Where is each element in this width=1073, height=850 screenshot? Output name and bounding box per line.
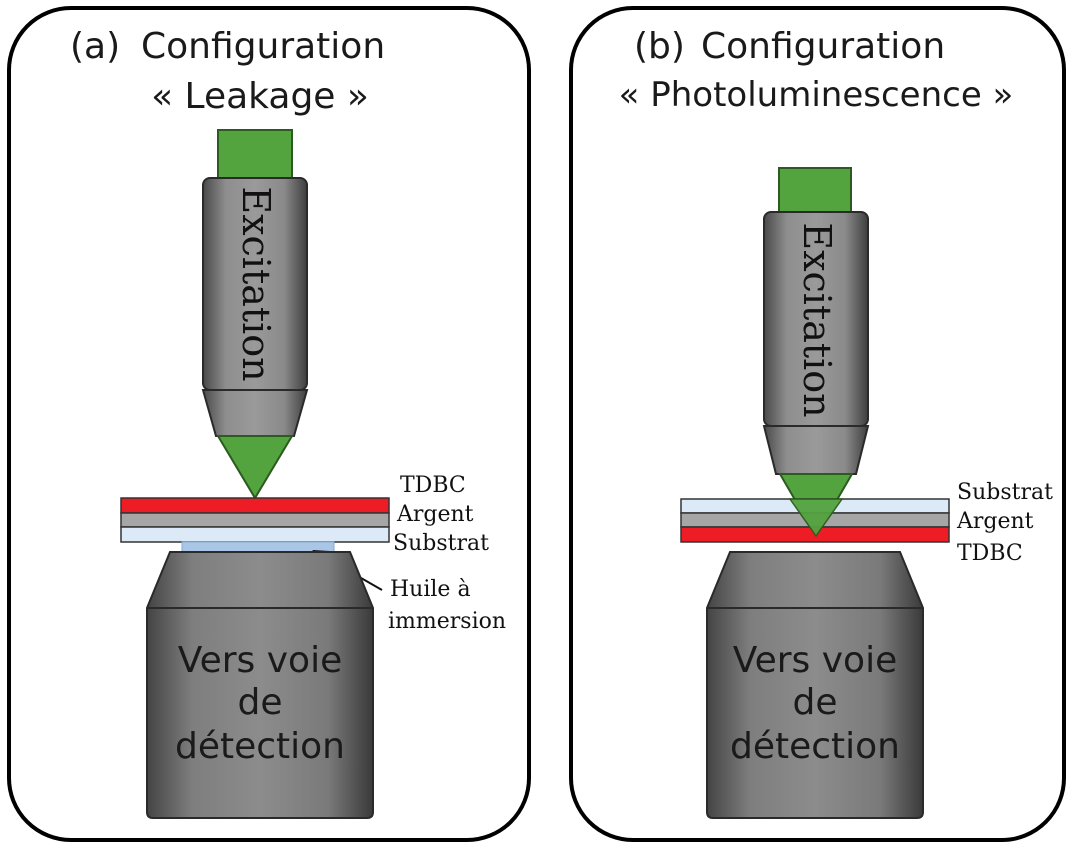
panel-a-letter: (a) (70, 26, 120, 67)
panel-b-excitation-cone (762, 425, 870, 475)
panel-a-oil-label-line2: immersion (388, 609, 506, 634)
panel-b-detection-objective: Vers voie de détection (706, 551, 924, 819)
panel-b: (b) Configuration « Photoluminescence » … (569, 6, 1066, 842)
panel-b-label-argent: Argent (956, 509, 1034, 534)
panel-a-excitation-green-cap (217, 129, 293, 181)
panel-b-label-tdbc: TDBC (957, 541, 1023, 566)
panel-a-layer-argent (120, 512, 390, 528)
panel-a-label-substrat: Substrat (393, 531, 489, 556)
panel-a-detection-body (146, 551, 374, 819)
panel-a-excitation-cone (201, 389, 309, 437)
panel-a-excitation-objective: Excitation (201, 129, 309, 500)
panel-b-tip-overlay (788, 498, 844, 538)
panel-a-detection-line2: de (238, 682, 283, 723)
panel-b-letter: (b) (634, 26, 685, 67)
panel-a-sample-stack (120, 497, 390, 553)
panel-b-detection-body (706, 551, 924, 819)
panel-a-label-tdbc: TDBC (400, 473, 466, 498)
panel-a-excitation-label: Excitation (234, 186, 278, 381)
panel-b-title-line1: Configuration (701, 26, 945, 67)
panel-b-excitation-green-cap (778, 167, 852, 215)
panel-b-detection-line1: Vers voie (733, 640, 897, 681)
panel-b-detection-line3: détection (730, 726, 900, 767)
panel-b-excitation-objective: Excitation (762, 167, 870, 538)
panel-a: (a) Configuration « Leakage » Excitation… (7, 6, 531, 842)
panel-a-detection-line3: détection (175, 726, 345, 767)
panel-a-layer-substrat (120, 526, 390, 543)
panel-a-oil-label-line1: Huile à (390, 577, 471, 602)
panel-a-detection-line1: Vers voie (178, 640, 342, 681)
panel-a-excitation-tip (216, 435, 294, 500)
panel-b-excitation-label: Excitation (795, 222, 839, 417)
panel-b-title-line2: « Photoluminescence » (619, 75, 1014, 115)
panel-b-sample-stack (680, 498, 950, 543)
panel-a-detection-objective: Vers voie de détection (146, 551, 374, 819)
panel-a-title-line1: Configuration (141, 26, 385, 67)
panel-a-label-argent: Argent (396, 502, 474, 527)
panel-b-detection-line2: de (793, 682, 838, 723)
panel-a-layer-tdbc (120, 497, 390, 514)
panel-b-label-substrat: Substrat (957, 480, 1053, 505)
panel-a-title-line2: « Leakage » (151, 76, 369, 117)
panel-a-immersion-oil (181, 541, 335, 553)
